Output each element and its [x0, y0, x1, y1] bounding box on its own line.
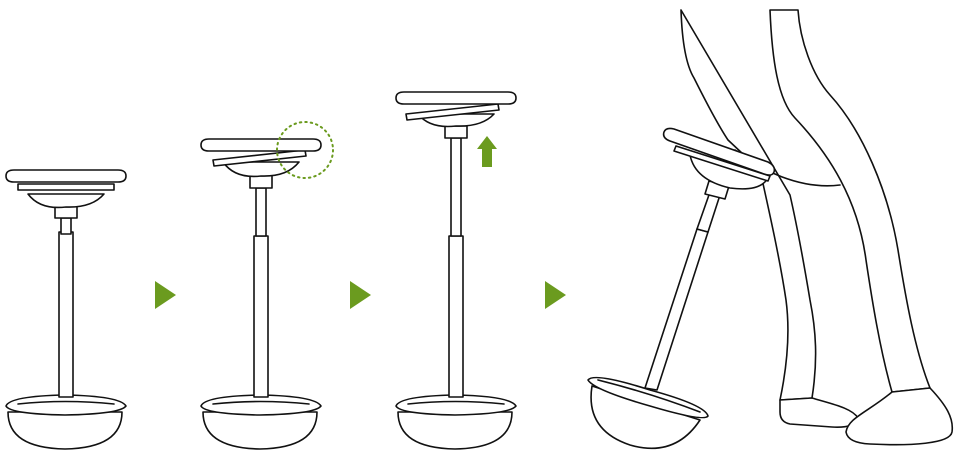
play-triangle-icon	[350, 281, 371, 309]
stool-seat	[5, 169, 127, 183]
perching-scene	[587, 9, 954, 450]
stool-step-3	[395, 91, 517, 450]
play-triangle-icon	[545, 281, 566, 309]
stool-lever	[673, 145, 771, 182]
stool-base	[7, 411, 123, 450]
stool-column	[448, 235, 464, 398]
stool-seat-shell	[689, 154, 769, 190]
stool-lever	[405, 103, 500, 121]
stool-base-rim	[587, 376, 709, 419]
front-shoe	[845, 387, 954, 446]
stool-column-collar	[255, 187, 267, 237]
stool-column-joint	[444, 125, 468, 139]
dotted-circle-highlight	[276, 121, 334, 179]
stool-base-rim	[200, 394, 322, 416]
person-legs	[680, 9, 931, 401]
stool-column-collar	[696, 191, 721, 233]
back-shoe	[779, 397, 859, 428]
stool-column-collar	[450, 137, 462, 237]
stool-seat	[395, 91, 517, 105]
stool-step-1	[5, 169, 127, 450]
play-triangle-icon	[155, 281, 176, 309]
stool-column	[644, 228, 709, 391]
stool-base	[397, 411, 513, 450]
stool-lever	[17, 183, 115, 191]
stool-step-2	[200, 121, 334, 450]
stool-column	[58, 231, 74, 398]
stool-seat	[200, 138, 322, 152]
stool-base	[590, 385, 701, 450]
stool-seat-shell	[222, 161, 300, 178]
stool-base-rim	[395, 394, 517, 416]
stool-lever	[212, 149, 307, 167]
stool-base-rim	[5, 394, 127, 416]
stool-column-collar	[60, 217, 72, 235]
stool-seat	[662, 127, 776, 176]
stool-tilted	[587, 127, 776, 450]
stool-seat-shell	[27, 193, 105, 209]
stool-base	[202, 411, 318, 450]
stool-column	[253, 235, 269, 398]
up-arrow-icon	[477, 136, 497, 167]
